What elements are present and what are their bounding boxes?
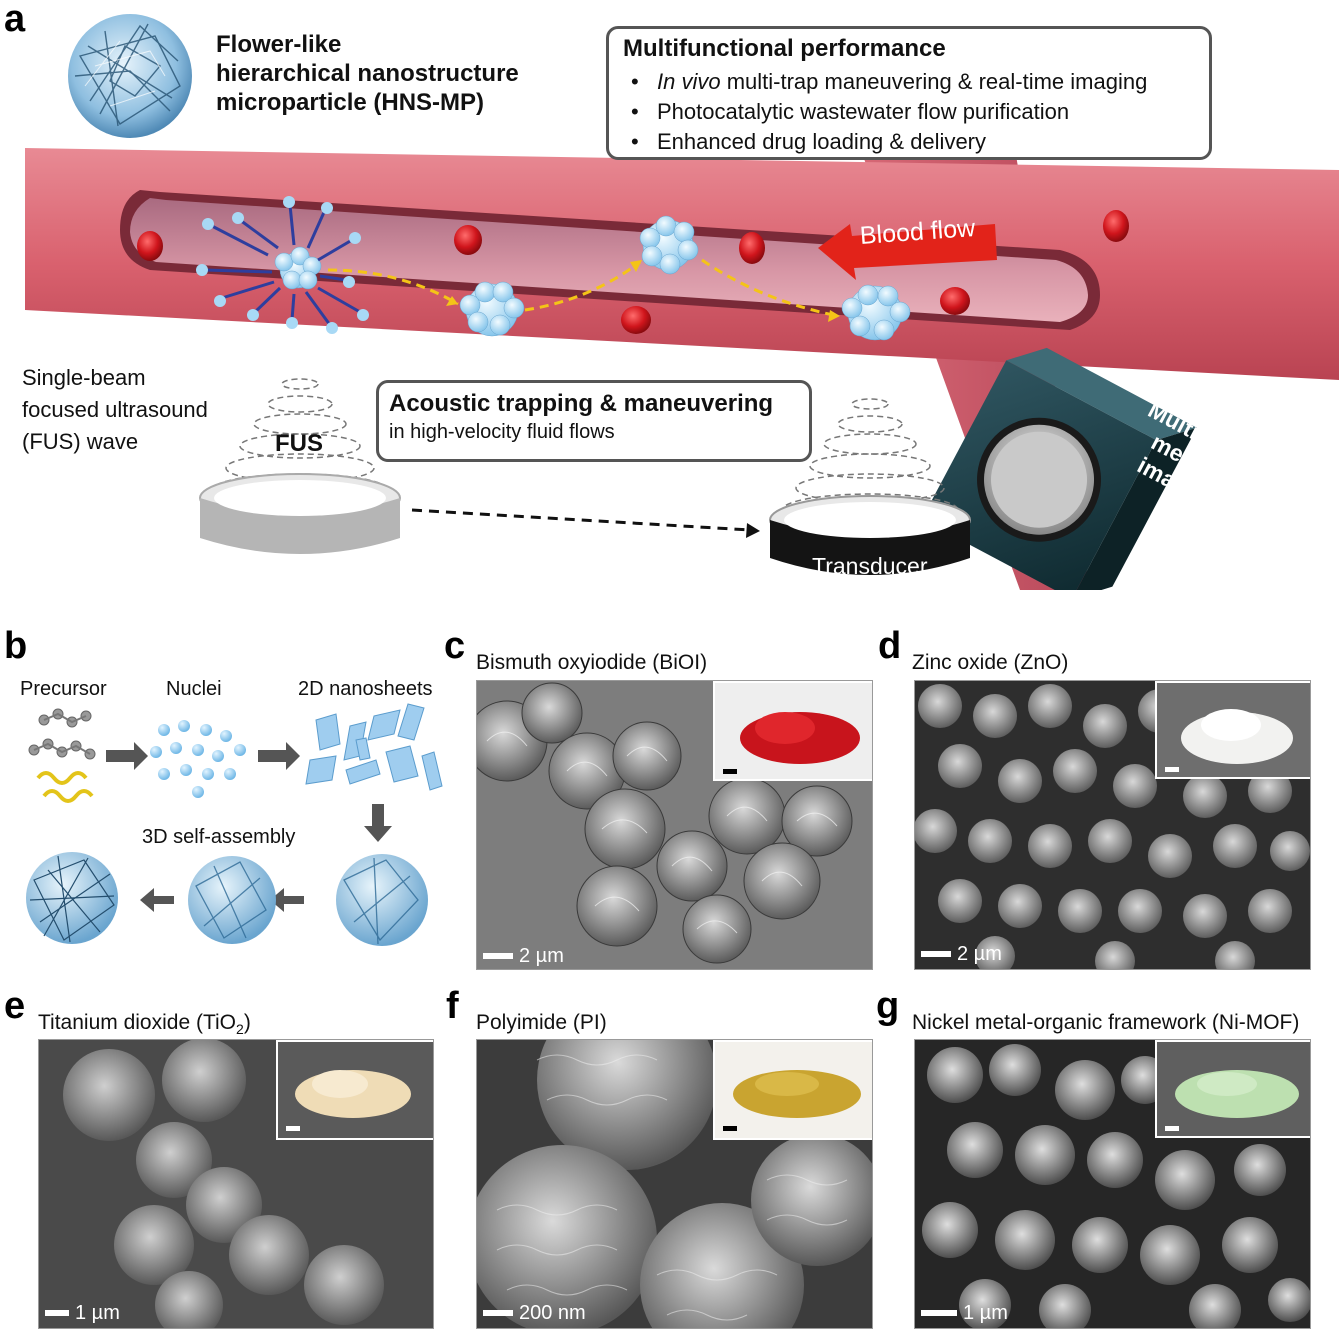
performance-item-1-italic: In vivo bbox=[657, 69, 721, 94]
panel-e-scale: 1 µm bbox=[45, 1302, 120, 1324]
panel-c-inset-scale-bar bbox=[723, 769, 737, 774]
panel-f-scale-text: 200 nm bbox=[519, 1302, 586, 1324]
panel-e-title-sub: 2 bbox=[236, 1021, 244, 1038]
performance-item-3: Enhanced drug loading & delivery bbox=[623, 127, 1195, 157]
panel-c-sem-image: 2 µm bbox=[476, 680, 873, 970]
self-assembly-label: 3D self-assembly bbox=[142, 826, 296, 848]
panel-g-title: Nickel metal-organic framework (Ni-MOF) bbox=[912, 1011, 1300, 1034]
panel-c-scale-text: 2 µm bbox=[519, 945, 564, 967]
panel-f-scale: 200 nm bbox=[483, 1302, 586, 1324]
hns-mp-title-line3: microparticle (HNS-MP) bbox=[216, 89, 485, 116]
fus-description-line2: focused ultrasound bbox=[22, 397, 208, 422]
panel-g-label: g bbox=[876, 985, 900, 1027]
precursor-label: Precursor bbox=[20, 678, 107, 700]
panel-c-powder-inset bbox=[713, 681, 872, 781]
panel-b-label: b bbox=[4, 625, 28, 667]
acoustic-trapping-title: Acoustic trapping & maneuvering bbox=[389, 390, 774, 417]
hns-mp-title-line2: hierarchical nanostructure bbox=[216, 60, 519, 87]
pi-powder-photo bbox=[733, 1070, 861, 1118]
panel-g-scale-bar bbox=[921, 1310, 957, 1316]
panel-d-label: d bbox=[878, 625, 902, 667]
panel-e-scale-text: 1 µm bbox=[75, 1302, 120, 1324]
transducer-label: Transducer bbox=[812, 553, 928, 579]
zno-powder-photo bbox=[1181, 709, 1293, 764]
panel-e-inset-scale-bar bbox=[286, 1126, 300, 1131]
panel-e-powder-inset bbox=[276, 1040, 433, 1140]
panel-e-title-main: Titanium dioxide (TiO bbox=[38, 1011, 237, 1034]
performance-item-1: In vivo multi-trap maneuvering & real-ti… bbox=[623, 67, 1195, 97]
panel-e-label: e bbox=[4, 985, 26, 1027]
bioi-microparticles bbox=[477, 682, 853, 964]
hns-mp-sphere-icon bbox=[68, 14, 192, 138]
panel-d-sem-image: 2 µm bbox=[914, 680, 1311, 970]
performance-title: Multifunctional performance bbox=[623, 35, 946, 62]
panel-f-inset-scale-bar bbox=[723, 1126, 737, 1131]
panel-g-inset-scale-bar bbox=[1165, 1126, 1179, 1131]
synthesis-scheme bbox=[26, 703, 443, 946]
fus-description: Single-beam focused ultrasound (FUS) wav… bbox=[22, 362, 208, 458]
tio2-microparticles bbox=[63, 1040, 384, 1328]
hns-mp-title: Flower-like hierarchical nanostructure m… bbox=[216, 30, 576, 117]
pi-microparticles bbox=[477, 1040, 872, 1328]
panel-d-scale-text: 2 µm bbox=[957, 943, 1002, 965]
panel-f-powder-inset bbox=[713, 1040, 872, 1140]
performance-item-2: Photocatalytic wastewater flow purificat… bbox=[623, 97, 1195, 127]
hns-mp-title-line1: Flower-like bbox=[216, 31, 342, 58]
performance-box: Multifunctional performance In vivo mult… bbox=[606, 26, 1212, 160]
fus-description-line1: Single-beam bbox=[22, 365, 146, 390]
panel-e-scale-bar bbox=[45, 1310, 69, 1316]
panel-d-powder-inset bbox=[1155, 681, 1310, 779]
tio2-powder-photo bbox=[295, 1070, 411, 1118]
panel-c-label: c bbox=[444, 625, 466, 667]
blood-vessel-illustration bbox=[25, 120, 1339, 590]
panel-d-scale-bar bbox=[921, 951, 951, 957]
acoustic-trapping-box: Acoustic trapping & maneuvering in high-… bbox=[376, 380, 812, 462]
panel-g-scale: 1 µm bbox=[921, 1302, 1008, 1324]
panel-e-sem-image: 1 µm bbox=[38, 1039, 434, 1329]
panel-e-title: Titanium dioxide (TiO2) bbox=[38, 1011, 251, 1041]
zno-microparticles bbox=[915, 684, 1310, 969]
panel-c-title: Bismuth oxyiodide (BiOI) bbox=[476, 651, 708, 674]
panel-d-inset-scale-bar bbox=[1165, 767, 1179, 772]
fus-description-line3: (FUS) wave bbox=[22, 429, 139, 454]
panel-f-scale-bar bbox=[483, 1310, 513, 1316]
panel-g-sem-image: 1 µm bbox=[914, 1039, 1311, 1329]
panel-a-label: a bbox=[4, 0, 26, 40]
fus-transducers-illustration bbox=[199, 378, 971, 575]
panel-f-label: f bbox=[446, 985, 459, 1027]
ni-mof-powder-photo bbox=[1175, 1070, 1299, 1118]
fus-label: FUS bbox=[275, 430, 323, 457]
bioi-powder-photo bbox=[740, 712, 860, 764]
panel-e-title-end: ) bbox=[243, 1011, 251, 1034]
performance-list: In vivo multi-trap maneuvering & real-ti… bbox=[623, 67, 1195, 157]
performance-item-1-text: multi-trap maneuvering & real-time imagi… bbox=[720, 69, 1148, 94]
panel-f-sem-image: 200 nm bbox=[476, 1039, 873, 1329]
panel-c-scale-bar bbox=[483, 953, 513, 959]
panel-g-scale-text: 1 µm bbox=[963, 1302, 1008, 1324]
ni-mof-microparticles bbox=[922, 1044, 1310, 1328]
panel-d-title: Zinc oxide (ZnO) bbox=[912, 651, 1069, 674]
panel-c-scale: 2 µm bbox=[483, 945, 564, 967]
nuclei-label: Nuclei bbox=[166, 678, 222, 700]
panel-f-title: Polyimide (PI) bbox=[476, 1011, 607, 1034]
panel-d-scale: 2 µm bbox=[921, 943, 1002, 965]
panel-g-powder-inset bbox=[1155, 1040, 1310, 1138]
nanosheets-label: 2D nanosheets bbox=[298, 678, 433, 700]
acoustic-trapping-subtitle: in high-velocity fluid flows bbox=[389, 421, 615, 443]
